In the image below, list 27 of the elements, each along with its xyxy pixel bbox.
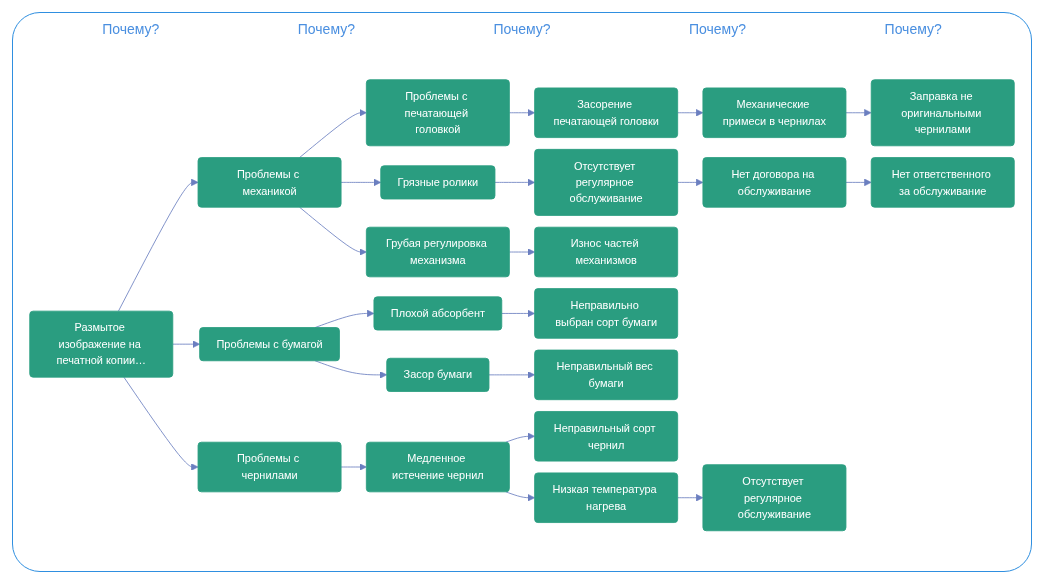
question-label: Почему? xyxy=(884,21,942,37)
node-box: Нет ответственного за обслуживание xyxy=(870,156,1015,208)
node-box: Плохой абсорбент xyxy=(373,296,503,331)
node-box: Грязные ролики xyxy=(380,165,496,200)
node-box: Низкая температура нагрева xyxy=(534,472,679,523)
node-box: Механические примеси в чернилах xyxy=(702,87,847,138)
node-box: Проблемы с печатающей головкой xyxy=(365,79,510,146)
node-box: Неправильный сорт чернил xyxy=(534,410,679,462)
node-box: Проблемы с бумагой xyxy=(199,326,340,361)
node-box: Отсутствует регулярное обслуживание xyxy=(702,464,847,531)
node-box: Неправильный вес бумаги xyxy=(534,349,679,400)
node-box: Проблемы с чернилами xyxy=(197,441,342,492)
node-box: Проблемы с механикой xyxy=(197,156,342,208)
node-box: Износ частей механизмов xyxy=(534,226,679,277)
node-box: Засорение печатающей головки xyxy=(534,87,679,138)
question-label: Почему? xyxy=(297,21,355,37)
node-box: Нет договора на обслуживание xyxy=(702,156,847,208)
node-box: Медленное истечение чернил xyxy=(365,441,510,492)
question-label: Почему? xyxy=(688,21,747,37)
node-box: Грубая регулировка механизма xyxy=(365,226,510,277)
node-box: Засор бумаги xyxy=(386,357,490,392)
question-label: Почему? xyxy=(102,21,160,37)
node-box: Неправильно выбран сорт бумаги xyxy=(534,287,679,339)
question-label: Почему? xyxy=(493,21,551,37)
node-box: Размытое изображение на печатной копии… xyxy=(29,310,174,378)
node-box: Отсутствует регулярное обслуживание xyxy=(534,148,679,216)
node-box: Заправка не оригинальными чернилами xyxy=(870,79,1015,146)
